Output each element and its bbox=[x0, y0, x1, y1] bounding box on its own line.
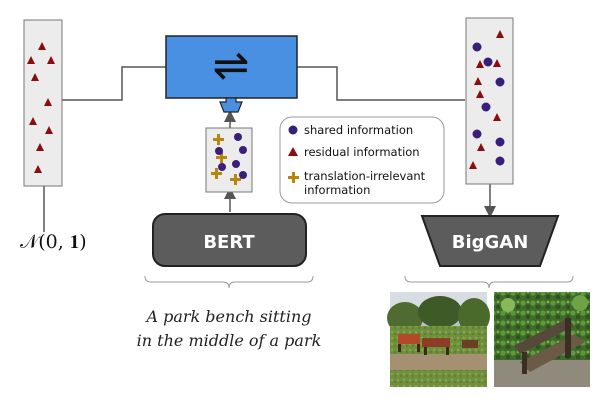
legend-residual-label: residual information bbox=[304, 145, 420, 159]
shared-circle-icon bbox=[495, 156, 505, 166]
noise-vector bbox=[23, 19, 63, 187]
adapter-connector bbox=[219, 97, 243, 113]
residual-triangle-icon bbox=[496, 30, 504, 38]
bert-encoder: BERT bbox=[152, 213, 307, 267]
shared-circle-icon bbox=[483, 57, 493, 67]
legend-shared-label: shared information bbox=[304, 123, 413, 137]
shared-circle-icon bbox=[215, 147, 223, 155]
irrelevant-plus-icon bbox=[230, 174, 241, 185]
irrelevant-plus-icon bbox=[211, 168, 222, 179]
caption-line-2: in the middle of a park bbox=[137, 331, 322, 350]
legend-irrelevant-label-line2: information bbox=[304, 183, 370, 197]
shared-circle-icon bbox=[495, 77, 505, 87]
shared-circle-icon bbox=[288, 125, 298, 135]
irrelevant-plus-icon bbox=[288, 172, 299, 183]
park-photo-icon bbox=[387, 292, 490, 387]
irrelevant-plus-icon bbox=[213, 134, 224, 145]
residual-triangle-icon bbox=[493, 59, 501, 67]
residual-triangle-icon bbox=[45, 126, 53, 134]
shared-circle-icon bbox=[481, 102, 491, 112]
bert-label: BERT bbox=[203, 232, 255, 253]
generator-input-vector bbox=[465, 17, 514, 185]
shared-circle-icon bbox=[218, 163, 226, 171]
residual-triangle-icon bbox=[47, 56, 55, 64]
legend: shared information residual information … bbox=[279, 116, 445, 204]
translator-box: ⇌ bbox=[165, 35, 298, 99]
residual-triangle-icon bbox=[31, 73, 39, 81]
residual-triangle-icon bbox=[477, 143, 485, 151]
residual-triangle-icon bbox=[36, 143, 44, 151]
residual-triangle-icon bbox=[34, 165, 42, 173]
residual-triangle-icon bbox=[474, 77, 482, 85]
bench-vines-photo-icon bbox=[494, 292, 590, 387]
residual-triangle-icon bbox=[288, 147, 298, 156]
shared-circle-icon bbox=[232, 160, 240, 168]
noise-label: 𝒩(0, 𝟏) bbox=[20, 231, 87, 253]
connectors bbox=[43, 66, 496, 232]
biggan-generator: BigGAN bbox=[420, 215, 560, 267]
text-embedding-vector bbox=[205, 127, 253, 193]
shared-circle-icon bbox=[239, 146, 247, 154]
legend-irrelevant-label: translation-irrelevant bbox=[304, 169, 426, 183]
residual-triangle-icon bbox=[476, 60, 484, 68]
translator-to-generator-line bbox=[297, 66, 465, 101]
residual-triangle-icon bbox=[27, 56, 35, 64]
exchange-arrows-icon: ⇌ bbox=[213, 40, 250, 91]
residual-triangle-icon bbox=[29, 117, 37, 125]
shared-circle-icon bbox=[239, 171, 247, 179]
residual-triangle-icon bbox=[44, 98, 52, 106]
residual-triangle-icon bbox=[38, 42, 46, 50]
bert-brace bbox=[144, 275, 314, 289]
residual-triangle-icon bbox=[469, 161, 477, 169]
irrelevant-plus-icon bbox=[216, 152, 227, 163]
shared-circle-icon bbox=[234, 133, 242, 141]
shared-circle-icon bbox=[495, 137, 505, 147]
biggan-label: BigGAN bbox=[452, 232, 529, 253]
residual-triangle-icon bbox=[493, 113, 501, 121]
caption-line-1: A park bench sitting bbox=[144, 307, 311, 326]
shared-circle-icon bbox=[472, 129, 482, 139]
residual-triangle-icon bbox=[476, 90, 484, 98]
noise-to-translator-line bbox=[62, 66, 166, 101]
shared-circle-icon bbox=[472, 42, 482, 52]
biggan-brace bbox=[404, 275, 574, 289]
